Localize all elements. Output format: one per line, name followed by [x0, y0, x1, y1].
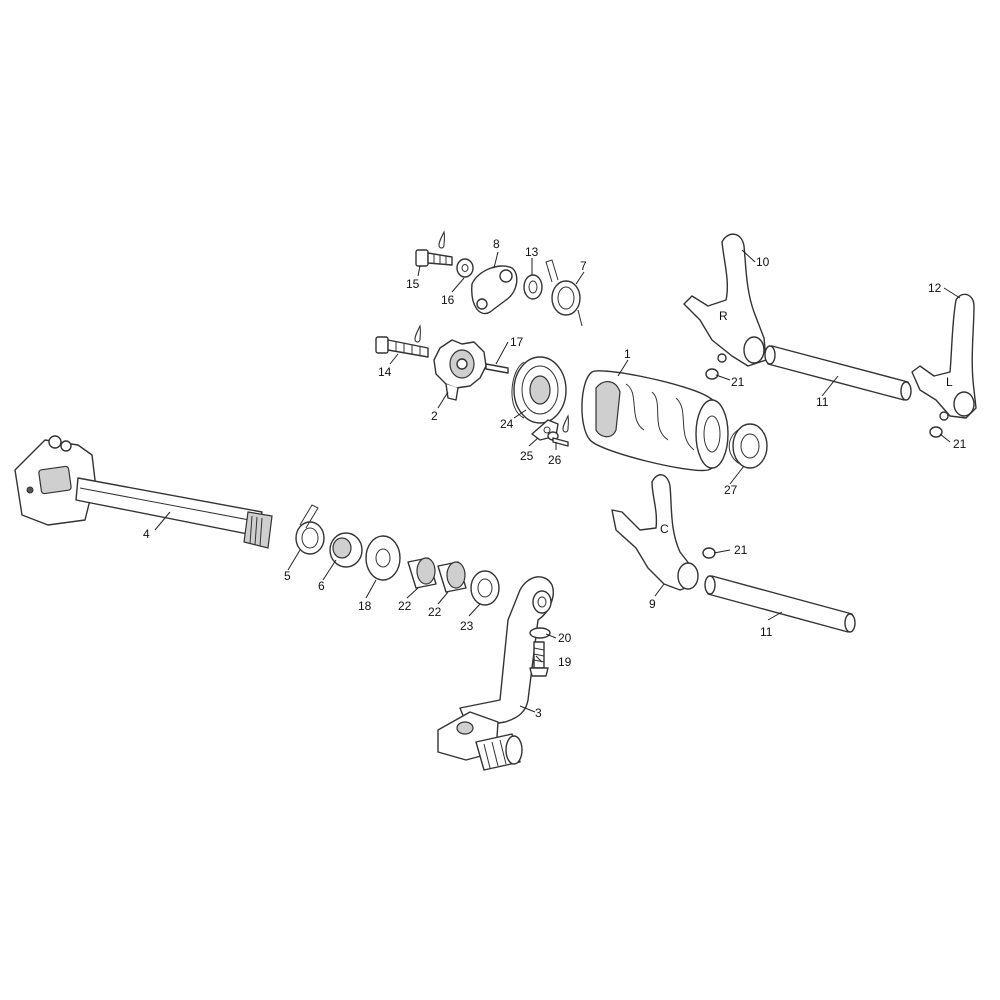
part-18-washer[interactable]: [365, 535, 401, 581]
callout-24: 24: [500, 417, 514, 431]
callout-16: 16: [441, 293, 455, 307]
part-16-washer[interactable]: [456, 258, 474, 278]
part-4-shift-shaft[interactable]: [14, 435, 273, 549]
callout-2: 2: [431, 409, 438, 423]
leader-lines: [154, 249, 961, 713]
callout-3: 3: [535, 706, 542, 720]
callout-27: 27: [724, 483, 738, 497]
callout-21-b: 21: [953, 437, 967, 451]
part-13-collar[interactable]: [523, 274, 543, 300]
part-20-washer[interactable]: [529, 627, 551, 639]
callout-5: 5: [284, 569, 291, 583]
callout-17: 17: [510, 335, 524, 349]
callout-6: 6: [318, 579, 325, 593]
part-5-return-spring[interactable]: [295, 504, 325, 555]
part-15-bolt[interactable]: [415, 249, 453, 267]
part-24-ball-bearing[interactable]: [511, 356, 567, 424]
part-22-needle-bearing-b[interactable]: [437, 561, 467, 593]
callout-numbers: 1 2 3 4 5 6 7 8 9 10 11 11 12 13 14 15 1…: [143, 237, 967, 720]
part-11-fork-shaft-upper[interactable]: [764, 345, 912, 401]
part-19-bolt[interactable]: [529, 641, 549, 677]
part-12-shift-fork-l[interactable]: L: [911, 293, 977, 421]
part-22-needle-bearing-a[interactable]: [407, 557, 437, 589]
part-7-spring[interactable]: [545, 259, 583, 327]
part-2-shift-cam-star[interactable]: [433, 339, 487, 401]
part-23-oil-seal[interactable]: [470, 570, 500, 606]
callout-7: 7: [580, 259, 587, 273]
callout-21-a: 21: [731, 375, 745, 389]
oil-drop-icon-c: [562, 414, 569, 433]
part-6-collar[interactable]: [329, 532, 363, 568]
oil-drop-icon-a: [438, 230, 445, 249]
part-26-screw[interactable]: [547, 431, 569, 447]
callout-9: 9: [649, 597, 656, 611]
part-21-pin-a[interactable]: [705, 368, 719, 380]
part-11-fork-shaft-lower[interactable]: [704, 575, 856, 633]
callout-11-lower: 11: [760, 625, 773, 639]
callout-23: 23: [460, 619, 474, 633]
part-21-pin-c[interactable]: [702, 547, 716, 559]
callout-21-c: 21: [734, 543, 748, 557]
part-27-bearing[interactable]: [728, 423, 768, 469]
part-3-gear-shift-lever[interactable]: [437, 576, 554, 771]
part-1-shift-drum[interactable]: [581, 370, 729, 472]
callout-20: 20: [558, 631, 572, 645]
part-17-dowel-pin[interactable]: [485, 363, 509, 374]
callout-14: 14: [378, 365, 392, 379]
callout-26: 26: [548, 453, 562, 467]
fork-mark-r: R: [719, 309, 728, 323]
callout-13: 13: [525, 245, 539, 259]
callout-19: 19: [558, 655, 572, 669]
callout-8: 8: [493, 237, 500, 251]
callout-25: 25: [520, 449, 534, 463]
callout-22-b: 22: [428, 605, 442, 619]
oil-drop-icon-b: [414, 324, 421, 343]
callout-12: 12: [928, 281, 942, 295]
callout-4: 4: [143, 527, 150, 541]
callout-22-a: 22: [398, 599, 412, 613]
part-14-bolt[interactable]: [375, 336, 429, 358]
fork-mark-c: C: [660, 522, 669, 536]
callout-15: 15: [406, 277, 420, 291]
callout-18: 18: [358, 599, 372, 613]
part-9-shift-fork-c[interactable]: C: [611, 474, 699, 591]
part-8-detent-lever[interactable]: [471, 265, 518, 315]
callout-1: 1: [624, 347, 631, 361]
part-10-shift-fork-r[interactable]: R: [683, 233, 767, 367]
fork-mark-l: L: [946, 375, 953, 389]
part-21-pin-b[interactable]: [929, 426, 943, 438]
callout-10: 10: [756, 255, 770, 269]
callout-11-upper: 11: [816, 395, 829, 409]
